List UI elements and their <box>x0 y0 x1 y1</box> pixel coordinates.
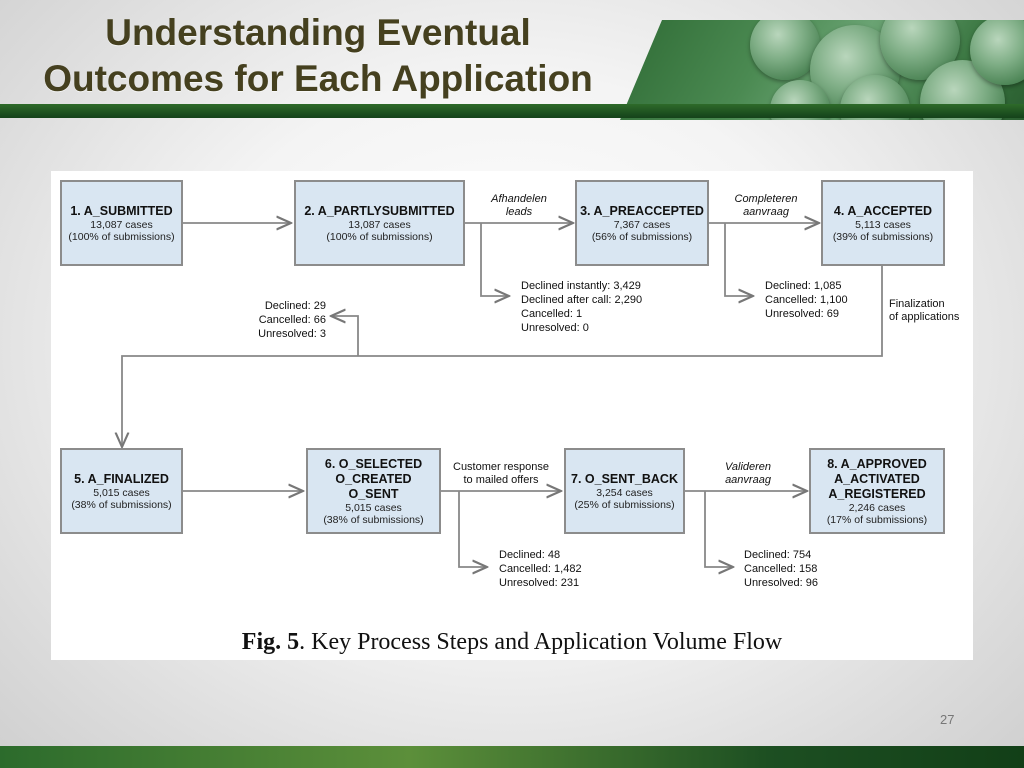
figure-caption-text: . Key Process Steps and Application Volu… <box>299 629 783 655</box>
node-percent: (100% of submissions) <box>326 230 433 243</box>
node-cases: 5,113 cases <box>855 218 911 231</box>
flow-connectors <box>51 171 883 660</box>
node-o-sent-back: 7. O_SENT_BACK 3,254 cases (25% of submi… <box>564 448 685 534</box>
node-a-partlysubmitted: 2. A_PARTLYSUBMITTED 13,087 cases (100% … <box>294 180 465 266</box>
edge-4-drop <box>724 223 753 296</box>
footer-bar <box>0 746 1024 768</box>
node-cases: 3,254 cases <box>596 486 653 499</box>
node-title: 6. O_SELECTED O_CREATED O_SENT <box>324 456 423 501</box>
edge-label-completeren-aanvraag: Completeren aanvraag <box>734 193 798 218</box>
node-percent: (56% of submissions) <box>591 230 693 243</box>
node-o-selected-created-sent: 6. O_SELECTED O_CREATED O_SENT 5,015 cas… <box>306 448 441 534</box>
node-a-accepted: 4. A_ACCEPTED 5,113 cases (39% of submis… <box>821 180 945 266</box>
outcome-after-accepted: Declined: 1,085 Cancelled: 1,100 Unresol… <box>765 280 848 320</box>
node-percent: (17% of submissions) <box>826 513 928 526</box>
node-title: 7. O_SENT_BACK <box>571 471 678 486</box>
page-number: 27 <box>940 712 955 727</box>
outcome-after-sent-back: Declined: 754 Cancelled: 158 Unresolved:… <box>744 549 818 589</box>
node-title: 5. A_FINALIZED <box>74 471 169 486</box>
node-cases: 13,087 cases <box>90 218 153 231</box>
node-a-finalized: 5. A_FINALIZED 5,015 cases (38% of submi… <box>60 448 183 534</box>
header-divider <box>0 104 1024 118</box>
edge-label-valideren-aanvraag: Valideren aanvraag <box>724 461 772 486</box>
edge-7-drop <box>704 491 733 567</box>
node-a-approved-activated-registered: 8. A_APPROVED A_ACTIVATED A_REGISTERED 2… <box>809 448 945 534</box>
outcome-after-preaccepted: Declined instantly: 3,429 Declined after… <box>521 280 643 334</box>
node-cases: 5,015 cases <box>345 501 402 514</box>
node-a-submitted: 1. A_SUBMITTED 13,087 cases (100% of sub… <box>60 180 183 266</box>
outcome-before-finalized: Declined: 29 Cancelled: 66 Unresolved: 3 <box>258 300 326 340</box>
slide-header: Understanding Eventual Outcomes for Each… <box>0 0 1024 120</box>
process-flow-figure: 1. A_SUBMITTED 13,087 cases (100% of sub… <box>51 171 973 660</box>
edge-label-finalization: Finalization of applications <box>889 298 960 323</box>
edge-3-drop <box>480 223 509 296</box>
node-title: 2. A_PARTLYSUBMITTED <box>304 203 455 218</box>
node-cases: 13,087 cases <box>348 218 411 231</box>
node-cases: 2,246 cases <box>848 501 906 514</box>
node-a-preaccepted: 3. A_PREACCEPTED 7,367 cases (56% of sub… <box>575 180 709 266</box>
edge-4-5 <box>122 265 883 447</box>
node-percent: (38% of submissions) <box>323 513 424 526</box>
node-title: 8. A_APPROVED A_ACTIVATED A_REGISTERED <box>827 456 927 501</box>
node-percent: (100% of submissions) <box>68 230 175 243</box>
node-percent: (39% of submissions) <box>832 230 934 243</box>
figure-caption-number: Fig. 5 <box>241 629 300 655</box>
figure-caption: Fig. 5. Key Process Steps and Applicatio… <box>51 629 973 656</box>
node-title: 1. A_SUBMITTED <box>70 203 173 218</box>
node-title: 3. A_PREACCEPTED <box>580 203 704 218</box>
node-title: 4. A_ACCEPTED <box>833 203 933 218</box>
node-cases: 5,015 cases <box>93 486 150 499</box>
edge-label-afhandelen-leads: Afhandelen leads <box>491 193 547 218</box>
outcome-after-offers: Declined: 48 Cancelled: 1,482 Unresolved… <box>499 549 582 589</box>
node-percent: (38% of submissions) <box>71 498 172 511</box>
node-cases: 7,367 cases <box>613 218 671 231</box>
slide-title: Understanding Eventual Outcomes for Each… <box>18 10 618 102</box>
node-percent: (25% of submissions) <box>574 498 675 511</box>
slide-title-line-2: Outcomes for Each Application <box>43 58 593 99</box>
slide-title-line-1: Understanding Eventual <box>105 12 531 53</box>
edge-6-drop <box>458 491 487 567</box>
edge-label-customer-response: Customer response to mailed offers <box>453 461 549 486</box>
edge-drop-before-5 <box>331 316 359 356</box>
